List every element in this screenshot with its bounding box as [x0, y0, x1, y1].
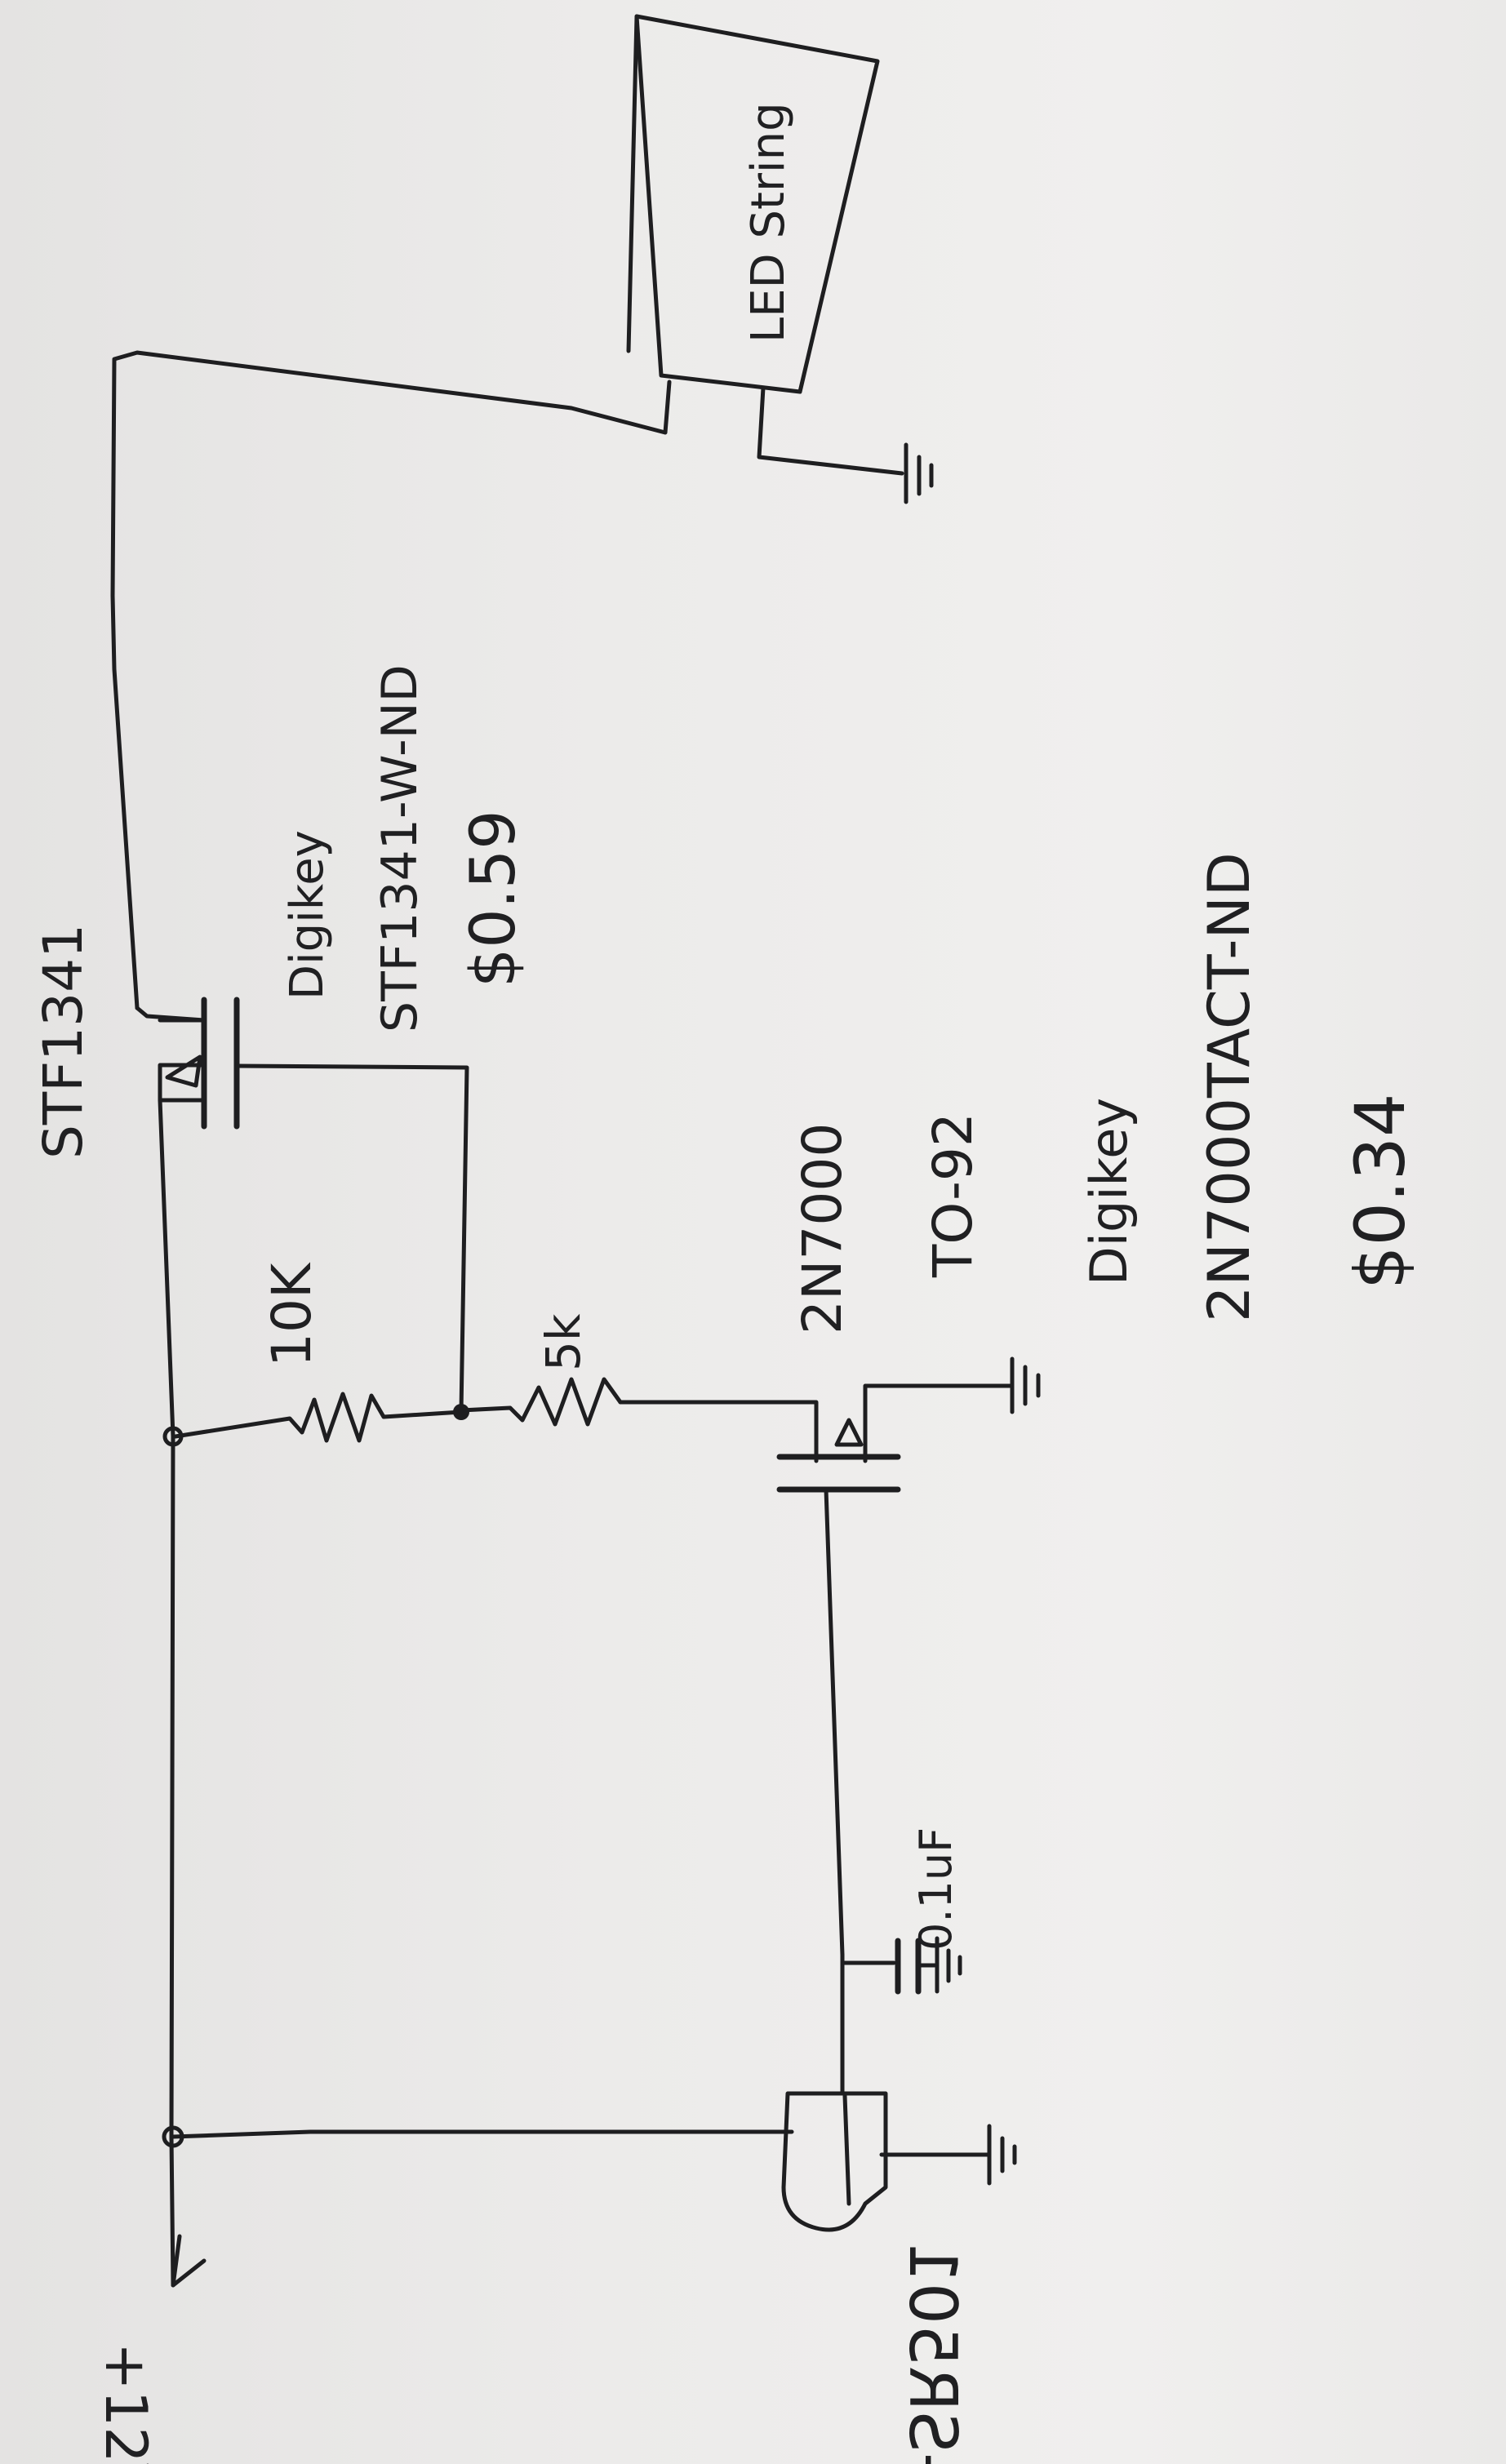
- sensor-body: [781, 2091, 888, 2232]
- label-q-power: STF1341: [32, 924, 95, 1159]
- led-ground-symbol: [904, 442, 934, 504]
- supply-rail: [169, 1434, 175, 2288]
- sensor-ground-symbol: [987, 2124, 1017, 2186]
- led-string-box: [634, 14, 880, 394]
- supply-arrow: [171, 2234, 207, 2288]
- sensor-body-inner: [842, 2093, 851, 2206]
- label-sensor: HC-SR501: [895, 2241, 971, 2464]
- label-q-power-pn: STF1341-W-ND: [371, 664, 429, 1032]
- node-rail-bottom: [162, 2125, 184, 2148]
- sensor-supply-wire: [171, 2129, 794, 2139]
- label-r-series: 5k: [535, 1313, 591, 1371]
- load-wire: [110, 350, 672, 1010]
- label-load: LED String: [742, 102, 795, 343]
- label-q-small-price: $0.34: [1340, 1094, 1420, 1290]
- q-small-channel-seg: [814, 1434, 868, 1463]
- q-power-arrow: [165, 1054, 202, 1088]
- label-r-gate: 10K: [260, 1262, 323, 1367]
- r-gate-zigzag: [173, 1392, 464, 1443]
- label-supply: +12V: [92, 2342, 159, 2464]
- label-cap: 0.1uF: [910, 1827, 962, 1951]
- q-small-drain: [781, 1400, 819, 1439]
- q-small-arrow: [834, 1418, 864, 1447]
- label-q-small-vendor: Digikey: [1079, 1098, 1139, 1285]
- q-small-source: [863, 1383, 1015, 1439]
- q-power-gate-wire: [234, 1063, 469, 1414]
- sensor-output-wire: [824, 1487, 845, 2096]
- r-series-zigzag: [459, 1377, 623, 1427]
- led-ground-wire: [757, 385, 904, 476]
- q-small-ground-symbol: [1010, 1356, 1041, 1414]
- q-power-drain: [135, 1006, 207, 1023]
- cap-ground-symbol: [935, 1936, 962, 1994]
- label-q-power-price: $0.59: [456, 810, 529, 988]
- led-string-edge: [626, 14, 639, 353]
- label-q-small-pn: 2N7000TACT-ND: [1196, 852, 1263, 1322]
- label-q-power-vendor: Digikey: [281, 830, 334, 1000]
- q-power-source-wire: [158, 1098, 187, 1439]
- label-q-small-pkg: TO-92: [922, 1112, 984, 1278]
- label-q-small: 2N7000: [791, 1123, 854, 1334]
